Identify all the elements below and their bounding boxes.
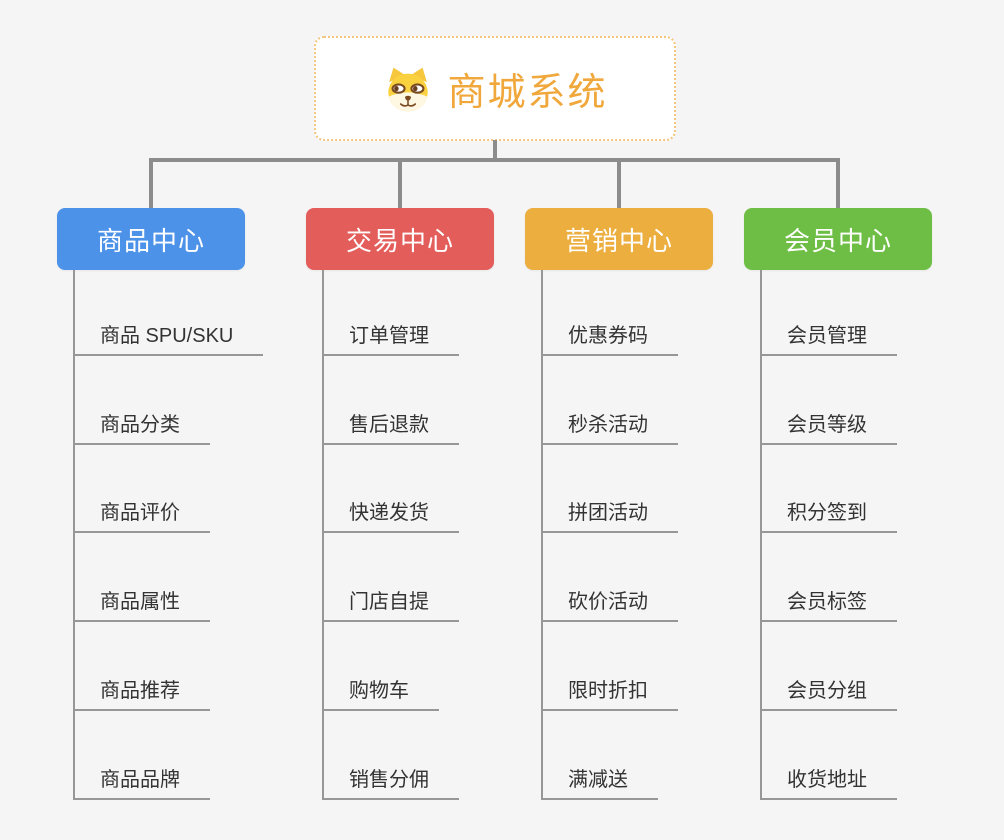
leaf-node[interactable]: 满减送 — [541, 711, 658, 800]
leaf-node[interactable]: 订单管理 — [322, 267, 459, 356]
leaf-label: 拼团活动 — [568, 502, 648, 525]
leaf-list: 商品 SPU/SKU 商品分类商品评价商品属性商品推荐商品品牌 — [73, 267, 264, 800]
leaf-node[interactable]: 售后退款 — [322, 356, 459, 445]
leaf-label: 商品属性 — [100, 591, 180, 614]
leaf-label: 快递发货 — [349, 502, 429, 525]
leaf-label: 商品评价 — [100, 502, 180, 525]
branch-node-trade[interactable]: 交易中心 — [306, 208, 494, 270]
leaf-node[interactable]: 商品品牌 — [73, 711, 210, 800]
leaf-node[interactable]: 会员分组 — [760, 622, 897, 711]
branch-node-product[interactable]: 商品中心 — [57, 208, 245, 270]
leaf-label: 收货地址 — [787, 768, 867, 791]
leaf-list: 会员管理会员等级积分签到会员标签会员分组收货地址 — [760, 267, 897, 800]
connector-drop-marketing — [617, 158, 621, 208]
branch-column-member: 会员中心 会员管理会员等级积分签到会员标签会员分组收货地址 — [744, 208, 932, 800]
root-title: 商城系统 — [447, 72, 608, 114]
leaf-label: 砍价活动 — [568, 591, 648, 614]
leaf-label: 会员标签 — [787, 591, 867, 614]
connector-drop-member — [836, 158, 840, 208]
leaf-node[interactable]: 商品属性 — [73, 533, 210, 623]
leaf-label: 销售分佣 — [349, 768, 429, 791]
leaf-node[interactable]: 会员等级 — [760, 356, 897, 445]
connector-bus-line — [149, 158, 840, 162]
leaf-label: 商品品牌 — [100, 768, 180, 791]
leaf-label: 售后退款 — [349, 413, 429, 436]
root-node-mall-system[interactable]: 商城系统 — [314, 36, 676, 141]
leaf-node[interactable]: 秒杀活动 — [541, 356, 678, 445]
leaf-label: 商品 SPU/SKU — [100, 324, 234, 347]
branch-column-product: 商品中心 商品 SPU/SKU 商品分类商品评价商品属性商品推荐商品品牌 — [57, 208, 264, 800]
connector-drop-trade — [398, 158, 402, 208]
leaf-node[interactable]: 会员标签 — [760, 533, 897, 623]
connector-drop-product — [149, 158, 153, 208]
leaf-label: 会员等级 — [787, 413, 867, 436]
connector-root-stub — [493, 140, 497, 160]
leaf-label: 商品分类 — [100, 413, 180, 436]
leaf-label: 会员管理 — [787, 324, 867, 347]
leaf-label: 会员分组 — [787, 679, 867, 702]
leaf-node[interactable]: 限时折扣 — [541, 622, 678, 711]
leaf-node[interactable]: 砍价活动 — [541, 533, 678, 623]
leaf-label: 购物车 — [349, 679, 409, 702]
leaf-node[interactable]: 积分签到 — [760, 445, 897, 534]
branch-column-marketing: 营销中心 优惠券码秒杀活动拼团活动砍价活动限时折扣满减送 — [525, 208, 713, 800]
leaf-list: 优惠券码秒杀活动拼团活动砍价活动限时折扣满减送 — [541, 267, 678, 800]
leaf-node[interactable]: 收货地址 — [760, 711, 897, 800]
leaf-node[interactable]: 快递发货 — [322, 445, 459, 534]
leaf-label: 优惠券码 — [568, 324, 648, 347]
leaf-label: 限时折扣 — [568, 679, 648, 702]
leaf-label: 秒杀活动 — [568, 413, 648, 436]
leaf-node[interactable]: 商品推荐 — [73, 622, 210, 711]
leaf-node[interactable]: 商品 SPU/SKU — [73, 267, 264, 356]
branch-column-trade: 交易中心 订单管理售后退款快递发货门店自提购物车销售分佣 — [306, 208, 494, 800]
leaf-node[interactable]: 优惠券码 — [541, 267, 678, 356]
leaf-label: 商品推荐 — [100, 679, 180, 702]
leaf-node[interactable]: 拼团活动 — [541, 445, 678, 534]
shiba-dog-icon — [382, 65, 434, 113]
leaf-node[interactable]: 会员管理 — [760, 267, 897, 356]
leaf-node[interactable]: 销售分佣 — [322, 711, 459, 800]
branch-node-marketing[interactable]: 营销中心 — [525, 208, 713, 270]
leaf-label: 订单管理 — [349, 324, 429, 347]
leaf-label: 满减送 — [568, 768, 628, 791]
leaf-list: 订单管理售后退款快递发货门店自提购物车销售分佣 — [322, 267, 459, 800]
leaf-node[interactable]: 商品分类 — [73, 356, 210, 445]
branch-node-member[interactable]: 会员中心 — [744, 208, 932, 270]
leaf-label: 门店自提 — [349, 591, 429, 614]
leaf-node[interactable]: 购物车 — [322, 622, 439, 711]
leaf-label: 积分签到 — [787, 502, 867, 525]
leaf-node[interactable]: 门店自提 — [322, 533, 459, 623]
leaf-node[interactable]: 商品评价 — [73, 445, 210, 534]
